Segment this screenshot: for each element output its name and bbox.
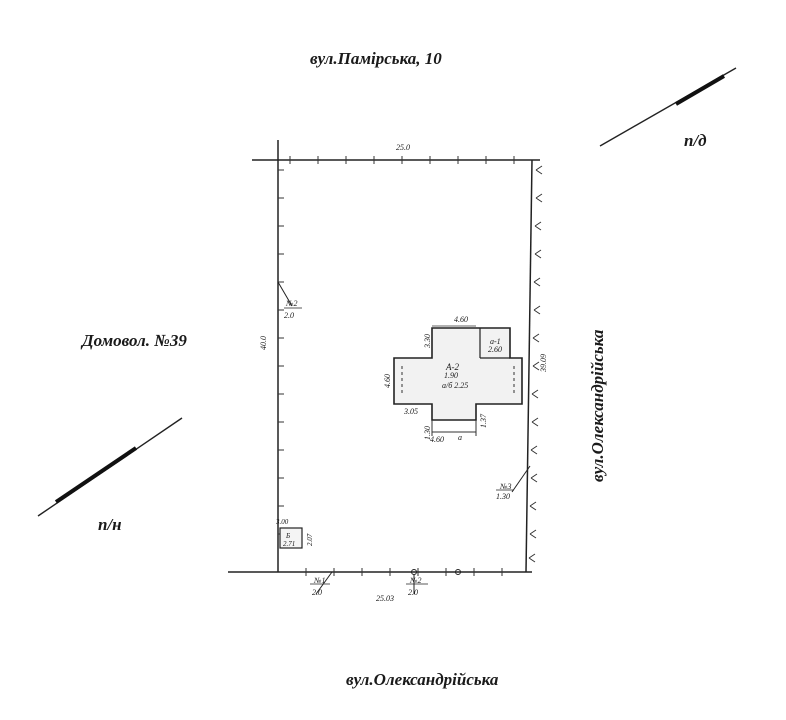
marker-bottom2-val: 2.0: [408, 588, 418, 597]
building-area-line1: 1.90: [444, 371, 458, 380]
left-side-dimension: 40.0: [259, 336, 268, 350]
lot-boundary: [228, 140, 540, 573]
boundary-ticks: [278, 156, 515, 576]
marker-left-no: №2: [285, 299, 298, 308]
marker-bottom-1: №1 2.0: [310, 571, 333, 597]
building-dim-upper-step: 3.30: [423, 334, 432, 349]
fence-marks: [528, 165, 543, 563]
marker-bottom1-val: 2.0: [312, 588, 322, 597]
building-dim-left-height: 4.60: [383, 374, 392, 388]
shed-dim-height: 2.07: [306, 533, 314, 546]
building-dim-right-step: 1.37: [479, 413, 488, 428]
shed-dim-width: 3.00: [275, 518, 289, 526]
marker-bottom1-no: №1: [313, 576, 326, 585]
building-dim-top: 4.60: [454, 315, 468, 324]
right-side-dimension: 39.09: [539, 354, 548, 373]
building-area-line2: а/б 2.25: [442, 381, 468, 390]
marker-right-val: 1.30: [496, 492, 510, 501]
shed-value: 2.71: [283, 540, 295, 548]
marker-left-val: 2.0: [284, 311, 294, 320]
building-code: А-2: [445, 362, 459, 372]
top-side-dimension: 25.0: [396, 143, 410, 152]
north-arrow: п/д: [599, 67, 737, 150]
left-neighbor-label: Домовол. №39: [80, 331, 187, 350]
north-label: п/д: [684, 131, 707, 150]
marker-bottom-2: №2 2.0: [406, 569, 461, 597]
south-arrow: п/н: [37, 417, 183, 534]
shed-code: Б: [285, 532, 290, 540]
annex-code: а-1: [490, 337, 501, 346]
bottom-street-label: вул.Олександрійська: [346, 670, 499, 689]
right-street-label: вул.Олександрійська: [588, 329, 607, 482]
shed-b: [279, 527, 303, 549]
main-building: [393, 325, 523, 436]
building-dim-bottom-step: 1.30: [423, 426, 432, 440]
marker-right: №3 1.30: [496, 465, 531, 501]
south-label: п/н: [98, 515, 122, 534]
marker-left: №2 2.0: [277, 281, 302, 320]
marker-bottom2-no: №2: [409, 576, 422, 585]
marker-right-no: №3: [499, 482, 512, 491]
building-dim-bottom: 4.60: [430, 435, 444, 444]
top-street-label: вул.Памірська, 10: [310, 49, 442, 68]
building-dim-bottom-mark: а: [458, 433, 462, 442]
bottom-side-dimension: 25.03: [376, 594, 394, 603]
annex-value: 2.60: [488, 345, 502, 354]
building-dim-lower-step: 3.05: [403, 407, 418, 416]
